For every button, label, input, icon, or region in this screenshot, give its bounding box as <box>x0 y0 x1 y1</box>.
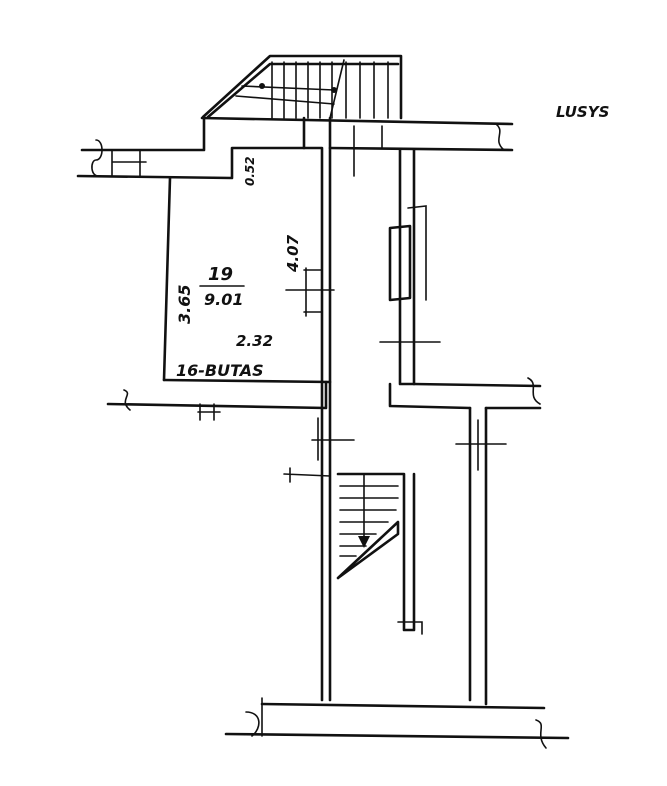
room-length: 3.65 <box>175 285 194 324</box>
room-19 <box>106 146 335 421</box>
stair-label: LUSYS <box>556 103 609 121</box>
corridor <box>320 116 542 706</box>
room-width: 2.32 <box>236 332 273 350</box>
bottom-wall <box>224 697 570 749</box>
room-depth: 4.07 <box>284 234 302 273</box>
top-wall <box>76 116 514 180</box>
upper-stair <box>201 54 403 120</box>
door-width: 0.52 <box>243 156 257 186</box>
room-area: 9.01 <box>204 290 243 309</box>
room-number: 19 <box>208 264 233 285</box>
lower-stair <box>283 417 423 635</box>
unit-label: 16-BUTAS <box>176 361 264 380</box>
